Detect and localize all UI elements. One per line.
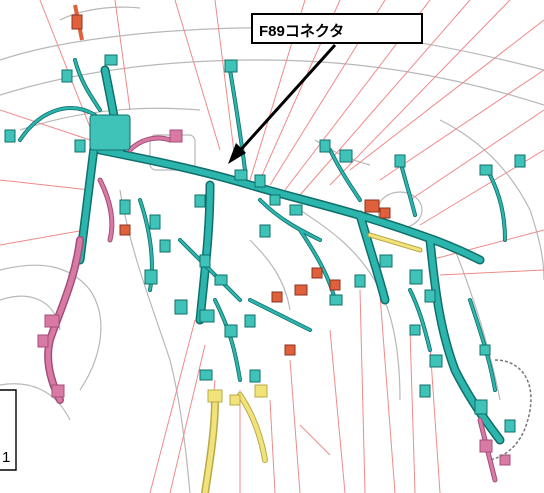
- callout-label: F89コネクタ: [259, 23, 345, 40]
- connectors: [4, 54, 526, 433]
- callout-arrow: [228, 43, 337, 164]
- pink-connectors: [37, 129, 511, 466]
- red-connectors: [71, 14, 391, 356]
- left-frame: [0, 389, 17, 471]
- main-harness: [18, 58, 507, 445]
- f89-connector-callout: F89コネクタ: [251, 13, 423, 44]
- pink-harness: [44, 135, 498, 483]
- bottom-right-module: [489, 359, 532, 461]
- yellow-connectors: [207, 384, 268, 406]
- page-number: 1: [2, 449, 11, 466]
- yellow-harness: [201, 232, 423, 493]
